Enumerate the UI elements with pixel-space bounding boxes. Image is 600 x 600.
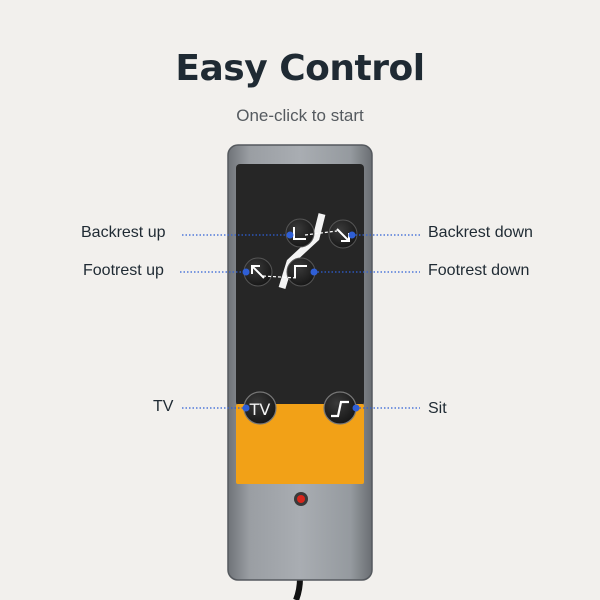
marker-backrest-up xyxy=(286,231,294,239)
marker-backrest-down xyxy=(348,231,356,239)
connector-bottom xyxy=(262,275,298,279)
label-footrest-down: Footrest down xyxy=(428,262,530,279)
footrest-down-icon xyxy=(294,265,307,278)
cable xyxy=(293,577,303,600)
marker-footrest-down xyxy=(310,268,318,276)
tv-icon: TV xyxy=(249,400,271,419)
page-subtitle: One-click to start xyxy=(236,106,364,125)
backrest-up-button[interactable] xyxy=(285,218,315,248)
label-sit: Sit xyxy=(428,400,447,417)
label-tv: TV xyxy=(153,398,174,415)
sit-button[interactable] xyxy=(323,391,357,425)
recline-icon xyxy=(278,213,326,290)
backrest-up-icon xyxy=(293,227,306,240)
page-title: Easy Control xyxy=(175,48,425,89)
orange-panel xyxy=(236,404,364,484)
label-backrest-up: Backrest up xyxy=(81,224,166,241)
label-backrest-down: Backrest down xyxy=(428,224,533,241)
connector-top xyxy=(304,230,338,236)
marker-sit xyxy=(352,404,360,412)
power-led-icon xyxy=(297,495,305,503)
footrest-up-icon xyxy=(251,265,265,279)
marker-tv xyxy=(242,404,250,412)
marker-footrest-up xyxy=(242,268,250,276)
sit-icon xyxy=(331,400,349,418)
label-footrest-up: Footrest up xyxy=(83,262,164,279)
